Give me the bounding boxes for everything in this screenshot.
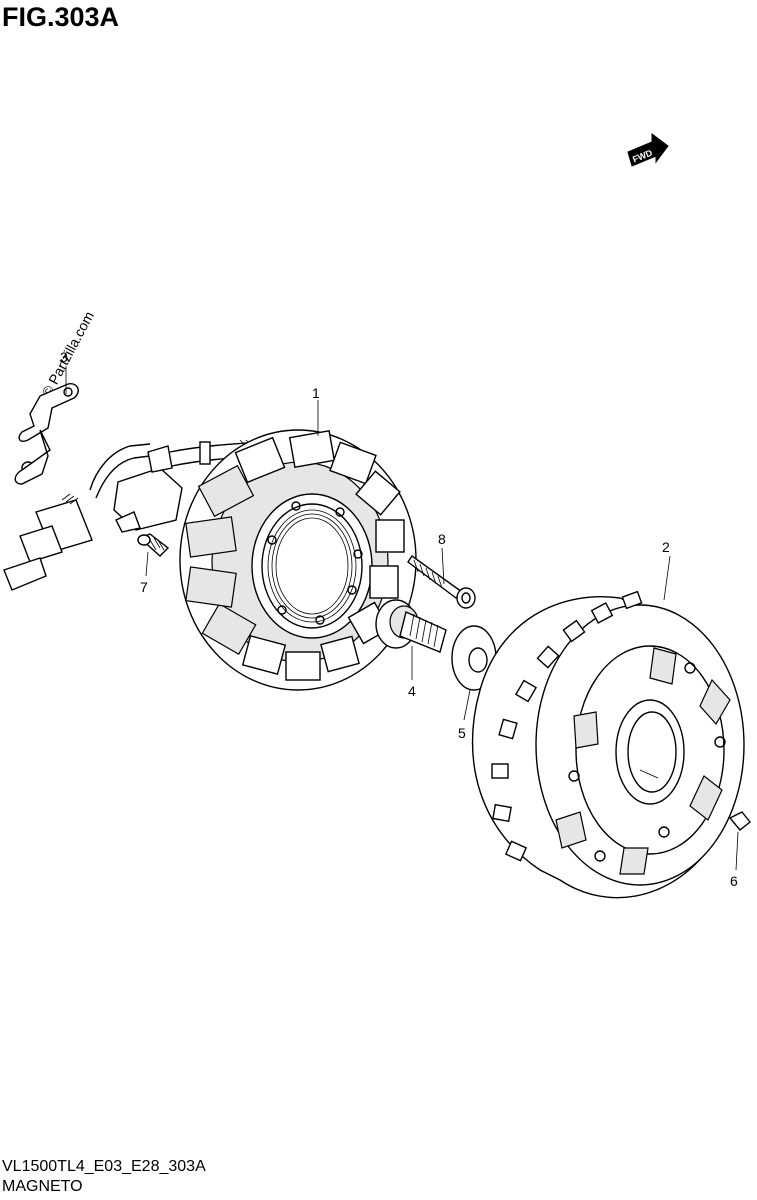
callout-6: 6 (730, 873, 738, 889)
callout-1: 1 (312, 385, 320, 401)
diagram-name: MAGNETO (2, 1178, 83, 1195)
callout-3: 3 (60, 349, 68, 365)
diagram-code: VL1500TL4_E03_E28_303A (2, 1158, 206, 1175)
part-4-flange-bolt (375, 599, 447, 653)
callout-4: 4 (408, 683, 416, 699)
leader-lines (65, 366, 739, 871)
callout-8: 8 (438, 531, 446, 547)
part-7-bolt (137, 533, 170, 557)
part-3-clamp (14, 383, 79, 485)
part-6-key (728, 811, 751, 831)
callout-5: 5 (458, 725, 466, 741)
part-2-rotor (471, 590, 745, 899)
part-1-stator (179, 429, 417, 691)
fwd-arrow-icon: FWD (627, 133, 669, 167)
callout-2: 2 (662, 539, 670, 555)
figure-title: FIG.303A (2, 2, 120, 32)
wire-harness (3, 439, 269, 591)
callout-7: 7 (140, 579, 148, 595)
part-8-bolt (407, 555, 476, 609)
